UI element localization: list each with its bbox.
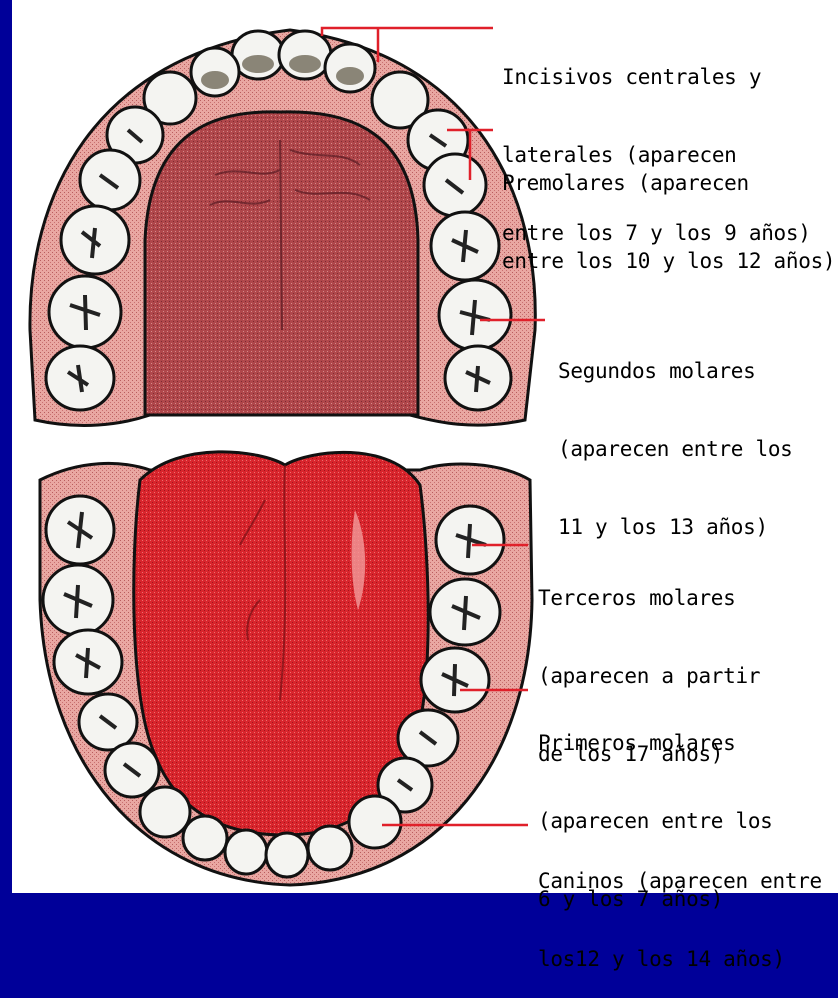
label-line: (aparecen entre los [558,436,793,462]
label-line: entre los 10 y los 12 años) [502,248,835,274]
label-second-molars: Segundos molares (aparecen entre los 11 … [558,306,793,566]
label-line: los12 y los 14 años) [538,946,822,972]
label-line: Incisivos centrales y [502,64,811,90]
label-line: Terceros molares [538,585,760,611]
label-premolars: Premolares (aparecen entre los 10 y los … [502,118,835,300]
tooth-lower-canine [349,796,401,848]
label-canines: Caninos (aparecen entre los12 y los 14 a… [538,816,822,998]
tooth-lower-canine [140,787,190,837]
label-line: Premolares (aparecen [502,170,835,196]
label-line: Segundos molares [558,358,793,384]
label-line: Primeros molares [538,730,773,756]
label-line: Caninos (aparecen entre [538,868,822,894]
